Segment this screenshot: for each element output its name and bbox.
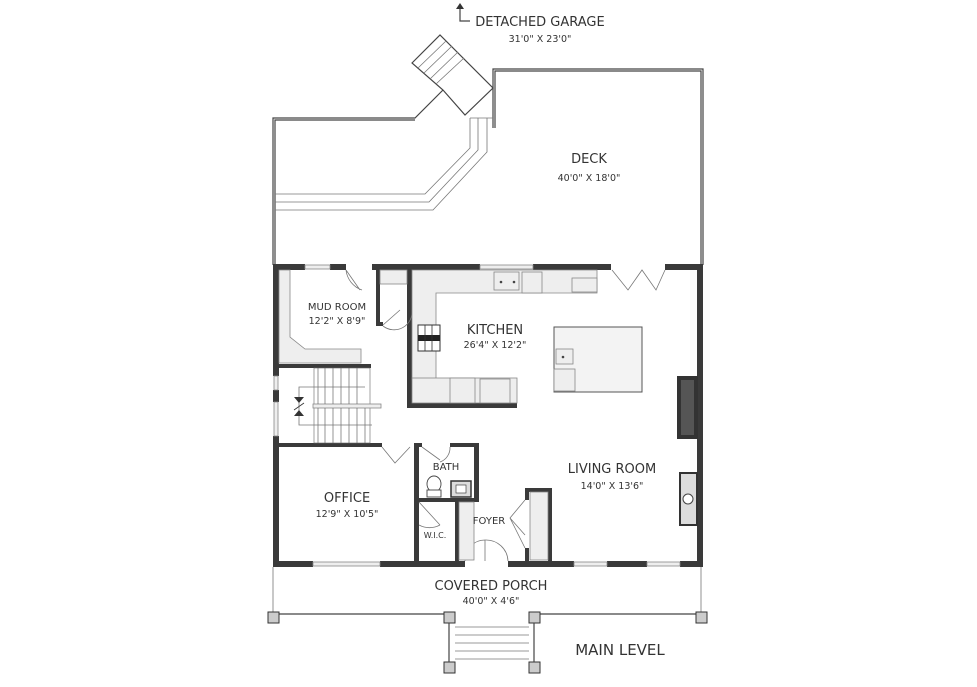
porch-size: 40'0" X 4'6" [463, 596, 520, 607]
kitchen-label: KITCHEN [467, 323, 523, 338]
mud-room-label: MUD ROOM [308, 302, 366, 313]
bath-label: BATH [433, 462, 460, 473]
arrow-up-icon [456, 3, 470, 22]
stair-down-arrow-icon [294, 397, 304, 403]
garage-label: DETACHED GARAGE [475, 15, 604, 30]
interior-stairs [293, 367, 382, 444]
bath-fixtures [426, 475, 549, 561]
mud-room-bench [278, 269, 408, 364]
deck-label: DECK [571, 152, 607, 167]
deck-size: 40'0" X 18'0" [558, 173, 621, 184]
stair-up-arrow-icon [294, 410, 304, 416]
exterior-walls [273, 264, 703, 567]
office-size: 12'9" X 10'5" [316, 509, 379, 520]
level-title: MAIN LEVEL [575, 641, 665, 659]
wic-label: W.I.C. [424, 531, 447, 540]
kitchen-size: 26'4" X 12'2" [464, 340, 527, 351]
deck [272, 34, 704, 265]
garage-size: 31'0" X 23'0" [509, 34, 572, 45]
fireplace [677, 376, 698, 526]
living-room-size: 14'0" X 13'6" [581, 481, 644, 492]
interior-walls [278, 264, 666, 563]
deck-stairs [411, 34, 494, 116]
mud-room-size: 12'2" X 8'9" [309, 316, 366, 327]
living-room-label: LIVING ROOM [568, 462, 656, 477]
kitchen-fixtures [411, 269, 643, 404]
foyer-label: FOYER [473, 516, 506, 527]
covered-porch [267, 567, 708, 674]
office-label: OFFICE [324, 491, 370, 506]
porch-label: COVERED PORCH [435, 579, 548, 594]
